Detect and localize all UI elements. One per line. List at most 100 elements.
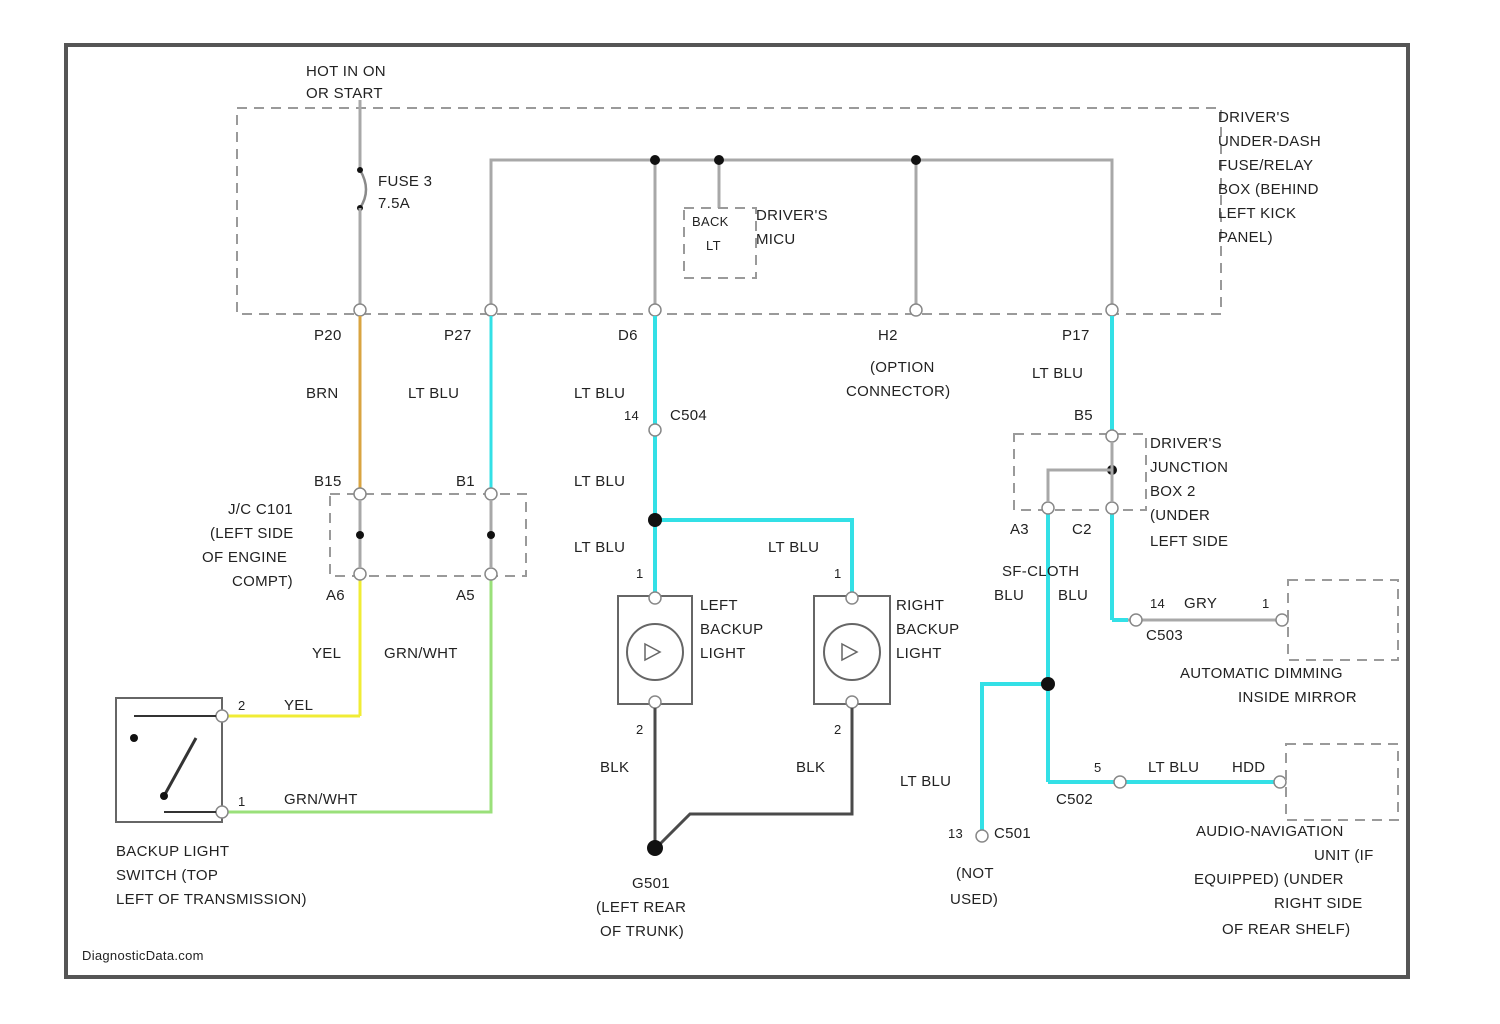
wire-label-ltblu-p17: LT BLU <box>1032 365 1083 382</box>
not-used-label-line2: USED) <box>950 891 998 908</box>
wire-label-yel: YEL <box>312 645 341 662</box>
right-light-pin-label-1: 1 <box>834 566 842 581</box>
c501-pin <box>976 830 988 842</box>
wire-label-blu1: BLU <box>994 587 1024 604</box>
bus-splice-1 <box>650 155 660 165</box>
mirror-label-line2: INSIDE MIRROR <box>1238 689 1357 706</box>
right-backup-light-bulb <box>824 624 880 680</box>
ground-label-line1: G501 <box>632 875 670 892</box>
switch-blade <box>164 738 196 796</box>
switch-label-line1: BACKUP LIGHT <box>116 843 229 860</box>
right-light-pin-label-2: 2 <box>834 722 842 737</box>
pin-label-d6: D6 <box>618 327 638 344</box>
power-hot-label-line1: HOT IN ON <box>306 63 386 80</box>
fuse-box-label-line2: UNDER-DASH <box>1218 133 1321 150</box>
connector-c504-pin-label: 14 <box>624 408 639 423</box>
wire-label-ltblu-node: LT BLU <box>574 539 625 556</box>
switch-label-line3: LEFT OF TRANSMISSION) <box>116 891 307 908</box>
c502-pin <box>1114 776 1126 788</box>
backup-relay-text-line2: LT <box>706 238 721 253</box>
mirror-label-line1: AUTOMATIC DIMMING <box>1180 665 1343 682</box>
wire-label-ltblu-nav: LT BLU <box>1148 759 1199 776</box>
sf-cloth-label: SF-CLOTH <box>1002 563 1079 580</box>
c502-label: C502 <box>1056 791 1093 808</box>
nav-label-line1: AUDIO-NAVIGATION <box>1196 823 1344 840</box>
connector-c504-pin <box>649 424 661 436</box>
junction-box-label-line3: BOX 2 <box>1150 483 1196 500</box>
wire-label-ltblu-right: LT BLU <box>768 539 819 556</box>
fuse-box-label-line6: PANEL) <box>1218 229 1273 246</box>
mirror-pin-label: 1 <box>1262 596 1270 611</box>
right-light-pin-2 <box>846 696 858 708</box>
bus-splice-3 <box>911 155 921 165</box>
fuse-3-symbol <box>360 170 366 208</box>
junction-box-label-line4: (UNDER <box>1150 507 1210 524</box>
bus-splice-2 <box>714 155 724 165</box>
splice-backup-light <box>648 513 662 527</box>
switch-pin-2 <box>216 710 228 722</box>
switch-terminal-a <box>130 734 138 742</box>
wire-label-yel-switch: YEL <box>284 697 313 714</box>
wire-internal-bus <box>491 160 1112 306</box>
left-light-label-line2: BACKUP <box>700 621 764 638</box>
junction-box-label-line5: LEFT SIDE <box>1150 533 1228 550</box>
wire-label-ltblu-d6: LT BLU <box>574 385 625 402</box>
c101-label-line4: COMPT) <box>232 573 293 590</box>
nav-pin <box>1274 776 1286 788</box>
wire-grnwht <box>224 578 491 812</box>
left-light-label-line1: LEFT <box>700 597 738 614</box>
junction-box-label-line2: JUNCTION <box>1150 459 1228 476</box>
fuse-label-line1: FUSE 3 <box>378 173 432 190</box>
ground-label-line2: (LEFT REAR <box>596 899 686 916</box>
mirror-pin <box>1276 614 1288 626</box>
pin-label-a6: A6 <box>326 587 345 604</box>
c501-pin-label: 13 <box>948 826 963 841</box>
c503-label: C503 <box>1146 627 1183 644</box>
not-used-label-line1: (NOT <box>956 865 994 882</box>
fuse-box-label-line1: DRIVER'S <box>1218 109 1290 126</box>
left-backup-light-filament <box>645 644 660 660</box>
jb-pin-b5 <box>1106 430 1118 442</box>
option-connector-line2: CONNECTOR) <box>846 383 950 400</box>
right-light-pin-1 <box>846 592 858 604</box>
pin-p27 <box>485 304 497 316</box>
right-light-label-line2: BACKUP <box>896 621 960 638</box>
wire-label-brn: BRN <box>306 385 339 402</box>
c501-label: C501 <box>994 825 1031 842</box>
c101-dot-left <box>356 531 364 539</box>
left-light-pin-label-1: 1 <box>636 566 644 581</box>
pin-d6 <box>649 304 661 316</box>
jb-pin-a3 <box>1042 502 1054 514</box>
c503-pin <box>1130 614 1142 626</box>
wire-label-blu2: BLU <box>1058 587 1088 604</box>
ground-g501 <box>647 840 663 856</box>
wire-label-blk-left: BLK <box>600 759 629 776</box>
switch-pin-label-2: 2 <box>238 698 246 713</box>
micu-label-line2: MICU <box>756 231 796 248</box>
junction-box-label-line1: DRIVER'S <box>1150 435 1222 452</box>
switch-pin-1 <box>216 806 228 818</box>
nav-label-line3: EQUIPPED) (UNDER <box>1194 871 1344 888</box>
pin-label-c2: C2 <box>1072 521 1092 538</box>
left-light-pin-2 <box>649 696 661 708</box>
fuse-terminal-top <box>357 167 363 173</box>
mirror-box <box>1288 580 1398 660</box>
fuse-label-line2: 7.5A <box>378 195 410 212</box>
c101-label-line3: OF ENGINE <box>202 549 287 566</box>
wire-label-grnwht-switch: GRN/WHT <box>284 791 358 808</box>
right-light-label-line3: LIGHT <box>896 645 942 662</box>
option-connector-line1: (OPTION <box>870 359 935 376</box>
pin-label-a3: A3 <box>1010 521 1029 538</box>
power-hot-label-line2: OR START <box>306 85 383 102</box>
c502-pin-label: 5 <box>1094 760 1102 775</box>
c101-pin-a5 <box>485 568 497 580</box>
wire-ltblu-right-light <box>655 520 852 592</box>
pin-label-h2: H2 <box>878 327 898 344</box>
pin-label-p20: P20 <box>314 327 342 344</box>
right-backup-light-filament <box>842 644 857 660</box>
splice-junction-a3 <box>1041 677 1055 691</box>
switch-pin-label-1: 1 <box>238 794 246 809</box>
ground-label-line3: OF TRUNK) <box>600 923 684 940</box>
hdd-label: HDD <box>1232 759 1265 776</box>
